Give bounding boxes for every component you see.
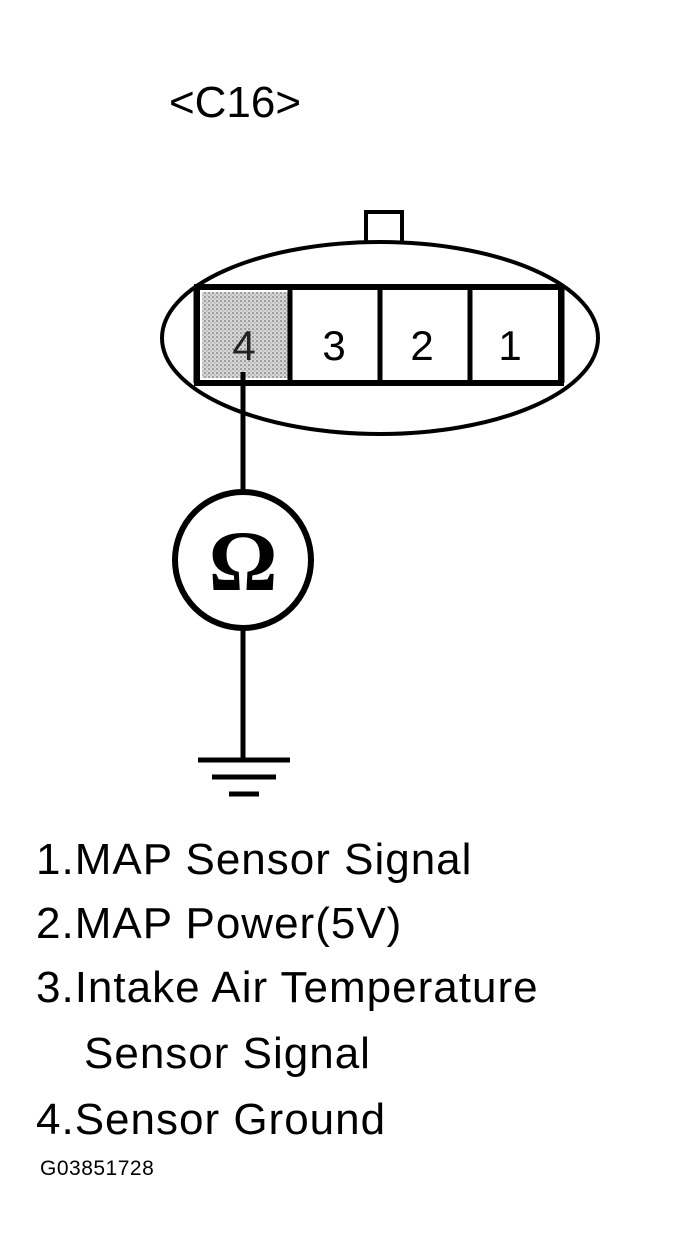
- connector-label: <C16>: [169, 78, 301, 127]
- pin-number-3: 3: [322, 322, 345, 369]
- pin-number-1: 1: [498, 322, 521, 369]
- legend-item-3-continued: Sensor Signal: [84, 1029, 371, 1078]
- pin-number-2: 2: [410, 322, 433, 369]
- pin-cell-4: [202, 292, 288, 378]
- ground-icon: [198, 757, 290, 797]
- figure-id: G03851728: [40, 1157, 155, 1180]
- legend-item-3: 3.Intake Air Temperature: [36, 963, 539, 1012]
- ohm-symbol: Ω: [209, 513, 278, 609]
- legend-item-2: 2.MAP Power(5V): [36, 899, 403, 948]
- ohmmeter-icon: Ω: [172, 489, 314, 631]
- pin-number-4: 4: [232, 322, 255, 369]
- connector-lock-tab: [364, 210, 404, 246]
- legend-item-1: 1.MAP Sensor Signal: [36, 835, 473, 884]
- legend-item-4: 4.Sensor Ground: [36, 1095, 387, 1144]
